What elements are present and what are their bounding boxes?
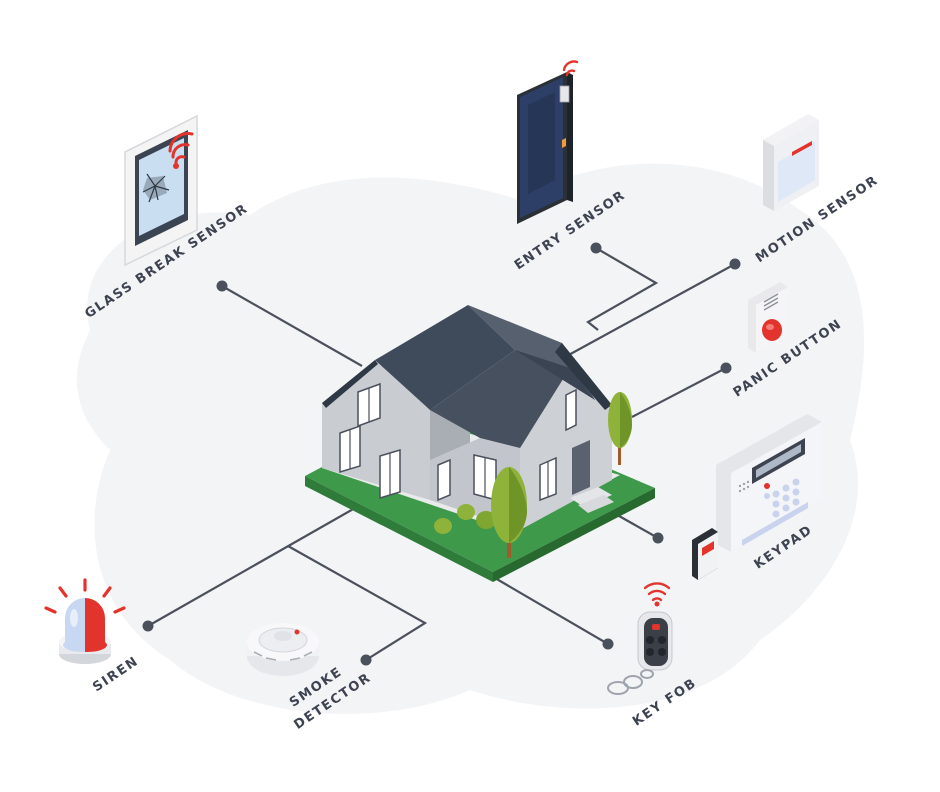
- panic-button-icon: [748, 282, 788, 353]
- smoke-detector-icon: [247, 623, 319, 676]
- siren-icon: [44, 578, 126, 664]
- keypad-icon: [692, 414, 822, 580]
- connector-lines: [147, 247, 736, 661]
- key-fob-icon: [607, 582, 673, 695]
- connector-endpoints: [142, 242, 741, 666]
- house-icon: [305, 305, 655, 582]
- motion-sensor-icon: [763, 114, 819, 211]
- window-glass-break-icon: [124, 114, 198, 267]
- door-sensor-icon: [517, 60, 579, 224]
